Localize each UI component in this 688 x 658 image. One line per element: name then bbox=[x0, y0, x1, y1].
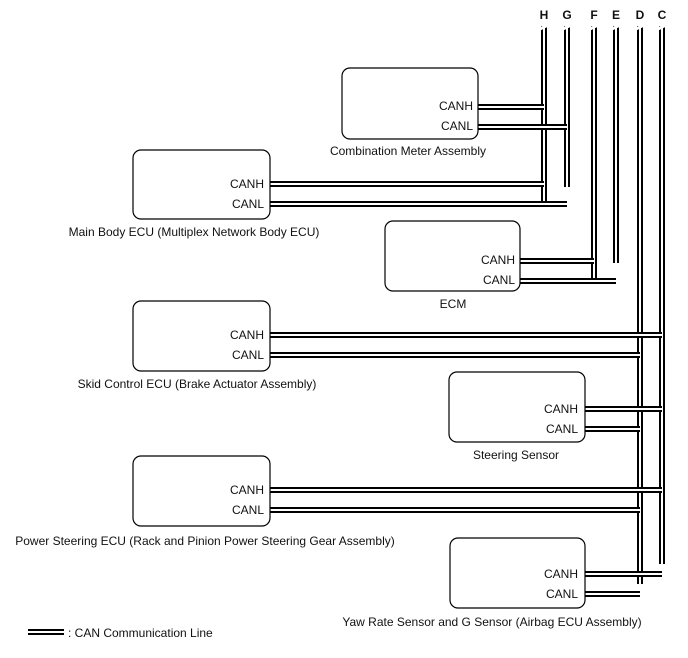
canh-pin-label: CANH bbox=[230, 177, 264, 191]
ecu-box bbox=[132, 300, 271, 372]
canh-pin-label: CANH bbox=[481, 253, 515, 267]
column-label-h: H bbox=[540, 8, 549, 22]
ecu-box bbox=[449, 537, 586, 609]
ecu-box bbox=[448, 371, 586, 443]
legend-label: : CAN Communication Line bbox=[68, 626, 213, 640]
ecu-power-steering: CANH CANL Power Steering ECU (Rack and P… bbox=[15, 455, 395, 548]
canh-pin-label: CANH bbox=[439, 99, 473, 113]
bus-break-mark bbox=[655, 22, 669, 32]
canl-pin-label: CANL bbox=[546, 422, 578, 436]
canh-pin-label: CANH bbox=[544, 402, 578, 416]
can-bus-wires bbox=[270, 22, 669, 597]
ecu-box bbox=[132, 149, 271, 220]
bus-column-labels: H G F E D C bbox=[540, 8, 667, 22]
column-label-g: G bbox=[562, 8, 571, 22]
bus-break-mark bbox=[560, 22, 574, 32]
ecu-main-body: CANH CANL Main Body ECU (Multiplex Netwo… bbox=[69, 149, 320, 239]
canl-pin-label: CANL bbox=[232, 197, 264, 211]
canl-pin-label: CANL bbox=[441, 119, 473, 133]
ecu-ecm: CANH CANL ECM bbox=[384, 220, 521, 311]
column-label-f: F bbox=[590, 8, 597, 22]
ecu-yaw-rate-sensor: CANH CANL Yaw Rate Sensor and G Sensor (… bbox=[342, 537, 642, 629]
column-label-c: C bbox=[658, 8, 667, 22]
ecu-caption: Power Steering ECU (Rack and Pinion Powe… bbox=[15, 534, 395, 548]
ecu-caption: Steering Sensor bbox=[473, 448, 559, 462]
canl-pin-label: CANL bbox=[483, 273, 515, 287]
ecu-caption: Combination Meter Assembly bbox=[330, 144, 486, 158]
canl-pin-label: CANL bbox=[546, 587, 578, 601]
ecu-caption: ECM bbox=[440, 297, 467, 311]
canl-pin-label: CANL bbox=[232, 348, 264, 362]
legend: : CAN Communication Line bbox=[28, 626, 213, 640]
ecu-box bbox=[384, 220, 521, 292]
bus-break-mark bbox=[587, 22, 601, 32]
ecu-caption: Skid Control ECU (Brake Actuator Assembl… bbox=[78, 377, 317, 391]
canh-pin-label: CANH bbox=[230, 328, 264, 342]
canl-pin-label: CANL bbox=[232, 503, 264, 517]
column-label-d: D bbox=[636, 8, 645, 22]
canh-pin-label: CANH bbox=[230, 483, 264, 497]
ecu-box bbox=[341, 67, 479, 140]
bus-break-mark bbox=[537, 22, 551, 32]
canh-pin-label: CANH bbox=[544, 567, 578, 581]
ecu-skid-control: CANH CANL Skid Control ECU (Brake Actuat… bbox=[78, 300, 317, 391]
ecu-steering-sensor: CANH CANL Steering Sensor bbox=[448, 371, 586, 462]
ecu-box bbox=[132, 455, 271, 527]
ecu-combination-meter: CANH CANL Combination Meter Assembly bbox=[330, 67, 486, 158]
ecu-caption: Yaw Rate Sensor and G Sensor (Airbag ECU… bbox=[342, 615, 641, 629]
bus-break-mark bbox=[633, 22, 647, 32]
bus-break-mark bbox=[609, 22, 623, 32]
column-label-e: E bbox=[612, 8, 620, 22]
ecu-caption: Main Body ECU (Multiplex Network Body EC… bbox=[69, 225, 320, 239]
